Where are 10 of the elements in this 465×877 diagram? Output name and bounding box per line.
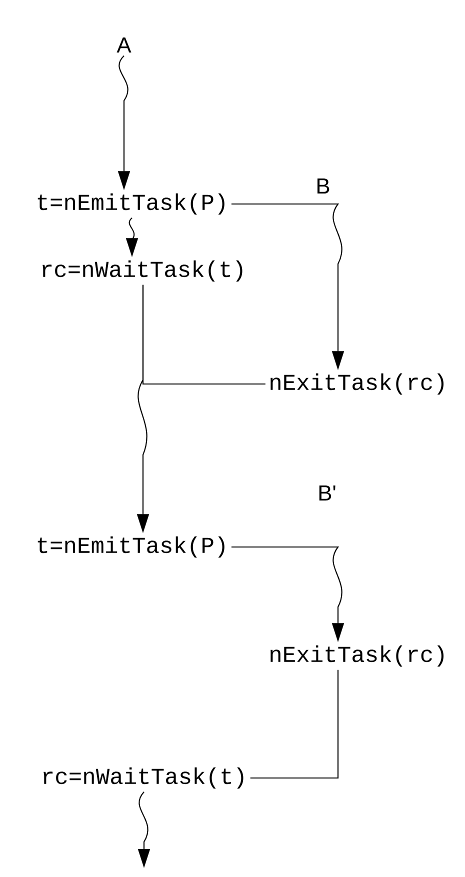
thread-label: B <box>317 178 330 194</box>
code-label: t=nEmitTask(P) <box>38 536 224 558</box>
thread-label: A <box>116 37 132 53</box>
code-label: rc=nWaitTask(t) <box>42 260 242 282</box>
thread-label: B' <box>319 485 336 501</box>
code-label: t=nEmitTask(P) <box>38 193 224 215</box>
connector-line <box>250 670 339 779</box>
code-label: rc=nWaitTask(t) <box>44 767 244 789</box>
code-label: nExitTask(rc) <box>270 373 444 395</box>
code-label: nExitTask(rc) <box>270 645 444 667</box>
